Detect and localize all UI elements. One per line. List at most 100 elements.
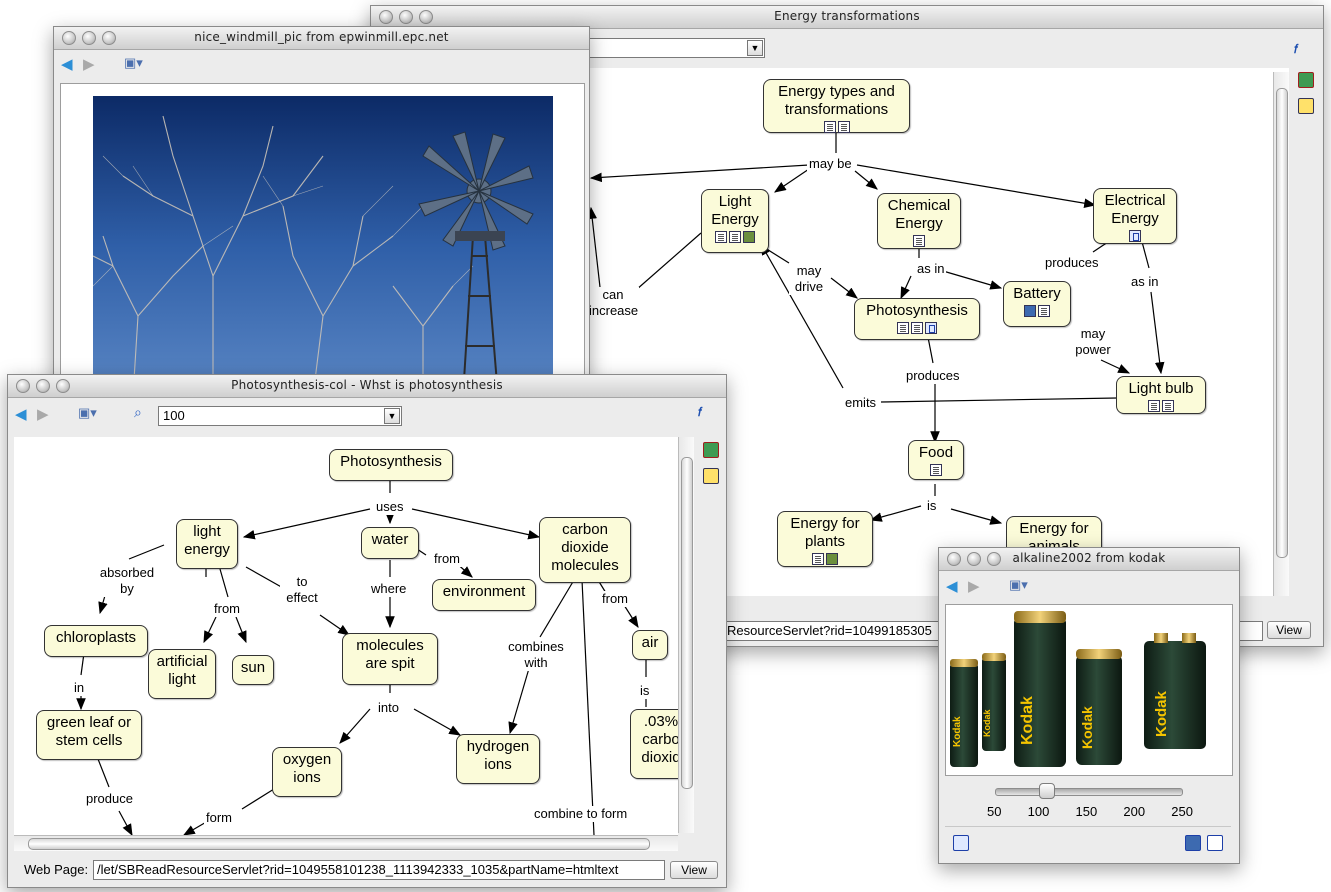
view-options-icon[interactable]: ▣▾ (78, 405, 97, 420)
document-icon[interactable] (729, 231, 741, 243)
node-chloroplasts[interactable]: chloroplasts (44, 625, 148, 657)
close-button[interactable] (16, 379, 30, 393)
link-can-increase[interactable]: can increase (587, 287, 639, 319)
node-chemical-energy[interactable]: Chemical Energy (877, 193, 961, 249)
link-uses[interactable]: uses (374, 499, 406, 515)
edit-icon[interactable]: 𝑓 (1294, 42, 1298, 56)
link-as-in-1[interactable]: as in (915, 261, 947, 277)
zoom-button[interactable] (102, 31, 116, 45)
node-hydrogen-ions[interactable]: hydrogen ions (456, 734, 540, 784)
node-sun[interactable]: sun (232, 655, 274, 685)
concept-map-icon[interactable] (953, 835, 969, 851)
document-icon[interactable] (930, 464, 942, 476)
link-form[interactable]: form (204, 810, 234, 826)
minimize-button[interactable] (82, 31, 96, 45)
document-icon[interactable] (715, 231, 727, 243)
document-icon[interactable] (823, 121, 836, 133)
document-icon[interactable] (913, 235, 925, 247)
link-absorbed-by[interactable]: absorbed by (94, 565, 160, 597)
zoom-button[interactable] (987, 552, 1001, 566)
document-icon[interactable] (837, 121, 850, 133)
minimize-button[interactable] (399, 10, 413, 24)
link-to-effect[interactable]: to effect (280, 574, 324, 606)
link-may-drive[interactable]: may drive (789, 263, 829, 295)
title-bar[interactable]: Energy transformations (371, 6, 1323, 29)
title-bar[interactable]: alkaline2002 from kodak (939, 548, 1239, 571)
node-environment[interactable]: environment (432, 579, 536, 611)
back-arrow-icon[interactable]: ◀ (15, 406, 27, 423)
node-photosynthesis[interactable]: Photosynthesis (854, 298, 980, 340)
close-button[interactable] (62, 31, 76, 45)
link-produces-1[interactable]: produces (1043, 255, 1101, 271)
slider-thumb[interactable] (1038, 783, 1055, 799)
document-icon[interactable] (1038, 305, 1050, 317)
node-co2-percent[interactable]: .03% carbo dioxid (630, 709, 678, 779)
node-green-leaf[interactable]: green leaf or stem cells (36, 710, 142, 760)
chevron-down-icon[interactable]: ▼ (747, 40, 763, 56)
link-is[interactable]: is (925, 498, 939, 514)
title-bar[interactable]: nice_windmill_pic from epwinmill.epc.net (54, 27, 589, 50)
document-icon[interactable] (1207, 835, 1223, 851)
document-list-icon[interactable] (703, 442, 719, 458)
link-combines-with[interactable]: combines with (502, 639, 570, 671)
view-button[interactable]: View (1267, 621, 1311, 639)
link-where[interactable]: where (369, 581, 409, 597)
concept-map-icon[interactable] (1298, 98, 1314, 114)
node-electrical-energy[interactable]: Electrical Energy (1093, 188, 1177, 244)
node-molecules[interactable]: molecules are spit (342, 633, 438, 685)
link-as-in-2[interactable]: as in (1129, 274, 1161, 290)
link-from-2[interactable]: from (432, 551, 462, 567)
view-button[interactable]: View (670, 861, 718, 879)
close-button[interactable] (379, 10, 393, 24)
zoom-select[interactable]: ▼ (571, 38, 765, 58)
node-light-energy[interactable]: light energy (176, 519, 238, 569)
concept-map-icon[interactable] (703, 468, 719, 484)
link-may-power[interactable]: may power (1071, 326, 1115, 358)
image-icon[interactable] (1185, 835, 1201, 851)
image-icon[interactable] (1024, 305, 1036, 317)
node-oxygen-ions[interactable]: oxygen ions (272, 747, 342, 797)
link-is[interactable]: is (638, 683, 652, 699)
forward-arrow-icon[interactable]: ▶ (83, 56, 95, 73)
close-button[interactable] (947, 552, 961, 566)
zoom-slider[interactable] (995, 783, 1183, 799)
node-light-energy[interactable]: Light Energy (701, 189, 769, 253)
zoom-select[interactable]: 100 ▼ (158, 406, 402, 426)
document-icon[interactable] (1162, 400, 1174, 412)
link-from-1[interactable]: from (212, 601, 242, 617)
link-in[interactable]: in (72, 680, 87, 696)
link-into[interactable]: into (376, 700, 401, 716)
edit-icon[interactable]: 𝑓 (698, 405, 702, 419)
view-options-icon[interactable]: ▣▾ (124, 55, 143, 70)
view-options-icon[interactable]: ▣▾ (1009, 577, 1028, 592)
node-water[interactable]: water (361, 527, 419, 559)
node-light-bulb[interactable]: Light bulb (1116, 376, 1206, 414)
minimize-button[interactable] (967, 552, 981, 566)
link-may-be[interactable]: may be (807, 156, 854, 172)
concept-map-icon[interactable] (1129, 230, 1141, 242)
zoom-button[interactable] (56, 379, 70, 393)
photosynthesis-map-canvas[interactable]: Photosynthesis light energy water carbon… (14, 437, 678, 835)
forward-arrow-icon[interactable]: ▶ (968, 578, 980, 595)
node-battery[interactable]: Battery (1003, 281, 1071, 327)
concept-map-icon[interactable] (925, 322, 937, 334)
horizontal-scrollbar[interactable] (14, 835, 678, 851)
document-icon[interactable] (812, 553, 824, 565)
video-icon[interactable] (743, 231, 755, 243)
node-carbon-dioxide[interactable]: carbon dioxide molecules (539, 517, 631, 583)
title-bar[interactable]: Photosynthesis-col - Whst is photosynthe… (8, 375, 726, 398)
scroll-thumb[interactable] (1276, 88, 1288, 558)
link-produce[interactable]: produce (84, 791, 135, 807)
node-air[interactable]: air (632, 630, 668, 660)
link-produces-2[interactable]: produces (904, 368, 962, 384)
document-list-icon[interactable] (1298, 72, 1314, 88)
forward-arrow-icon[interactable]: ▶ (37, 406, 49, 423)
document-icon[interactable] (897, 322, 909, 334)
web-page-url-field[interactable]: /let/SBReadResourceServlet?rid=104955810… (93, 860, 665, 880)
document-icon[interactable] (911, 322, 923, 334)
zoom-icon[interactable]: ⌕ (134, 404, 142, 420)
link-from-3[interactable]: from (600, 591, 630, 607)
minimize-button[interactable] (36, 379, 50, 393)
scroll-thumb[interactable] (28, 838, 650, 850)
zoom-button[interactable] (419, 10, 433, 24)
